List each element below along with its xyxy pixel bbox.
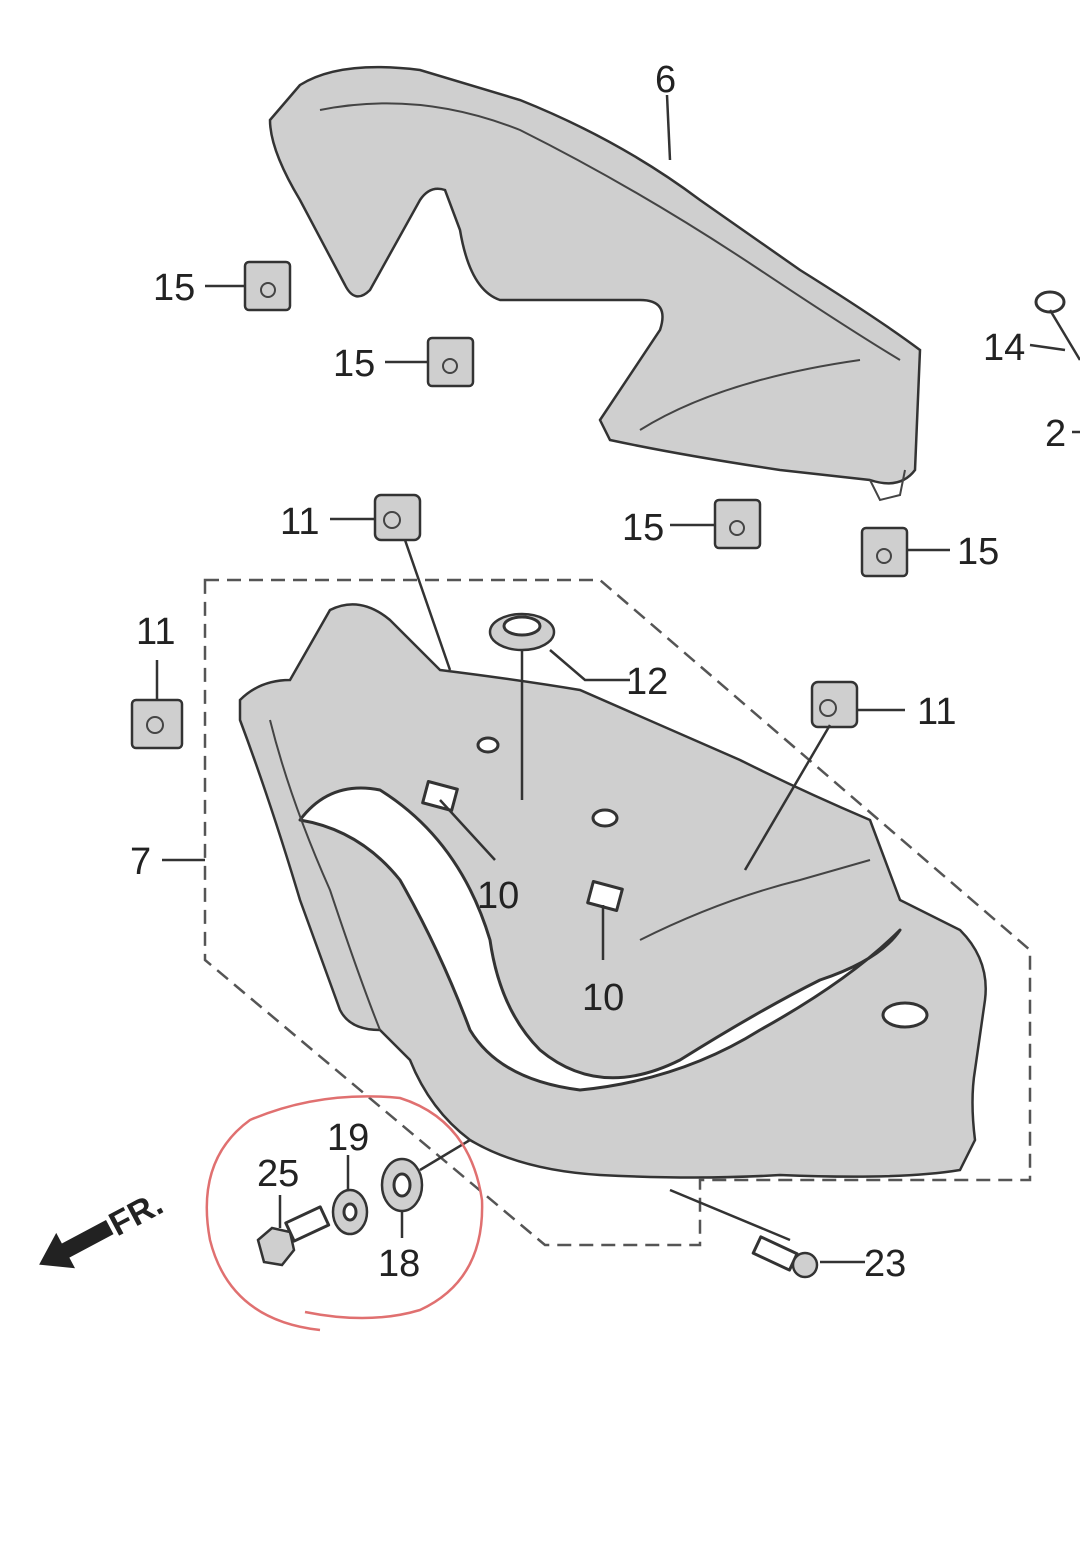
label-19: 19	[327, 1117, 369, 1159]
collar-18	[380, 1157, 424, 1213]
clip-15-a	[243, 260, 292, 312]
leader-lines	[155, 94, 1080, 1264]
lower-cover-part-7	[238, 603, 987, 1179]
label-15: 15	[153, 267, 195, 309]
grommet-12	[488, 612, 556, 652]
washer-19	[331, 1188, 369, 1236]
label-15: 15	[333, 343, 375, 385]
clip-15-d	[860, 526, 909, 578]
annotation-circle	[205, 1095, 484, 1332]
assembly-boundary	[203, 578, 1032, 1247]
label-23: 23	[864, 1243, 906, 1285]
label-10: 10	[582, 977, 624, 1019]
clip-15-b	[426, 336, 475, 388]
label-11: 11	[917, 691, 956, 733]
screw-14	[1034, 290, 1080, 361]
bolt-23	[751, 1235, 819, 1279]
label-10: 10	[477, 875, 519, 917]
label-14: 14	[983, 327, 1025, 369]
label-2: 2	[1045, 413, 1066, 455]
front-label: FR.	[103, 1185, 169, 1244]
label-15: 15	[957, 531, 999, 573]
bolt-25	[256, 1205, 331, 1267]
label-15: 15	[622, 507, 664, 549]
clip-15-c	[713, 498, 762, 550]
clip-11-c	[810, 680, 859, 729]
label-11: 11	[280, 501, 319, 543]
label-6: 6	[655, 59, 676, 101]
label-11: 11	[136, 611, 175, 653]
clip-11-a	[373, 493, 422, 542]
clip-11-b	[130, 698, 184, 750]
label-18: 18	[378, 1243, 420, 1285]
label-25: 25	[257, 1153, 299, 1195]
front-direction-arrow: FR.	[39, 1185, 169, 1269]
upper-cover-part-6	[268, 65, 922, 502]
label-12: 12	[626, 661, 668, 703]
label-7: 7	[130, 841, 151, 883]
